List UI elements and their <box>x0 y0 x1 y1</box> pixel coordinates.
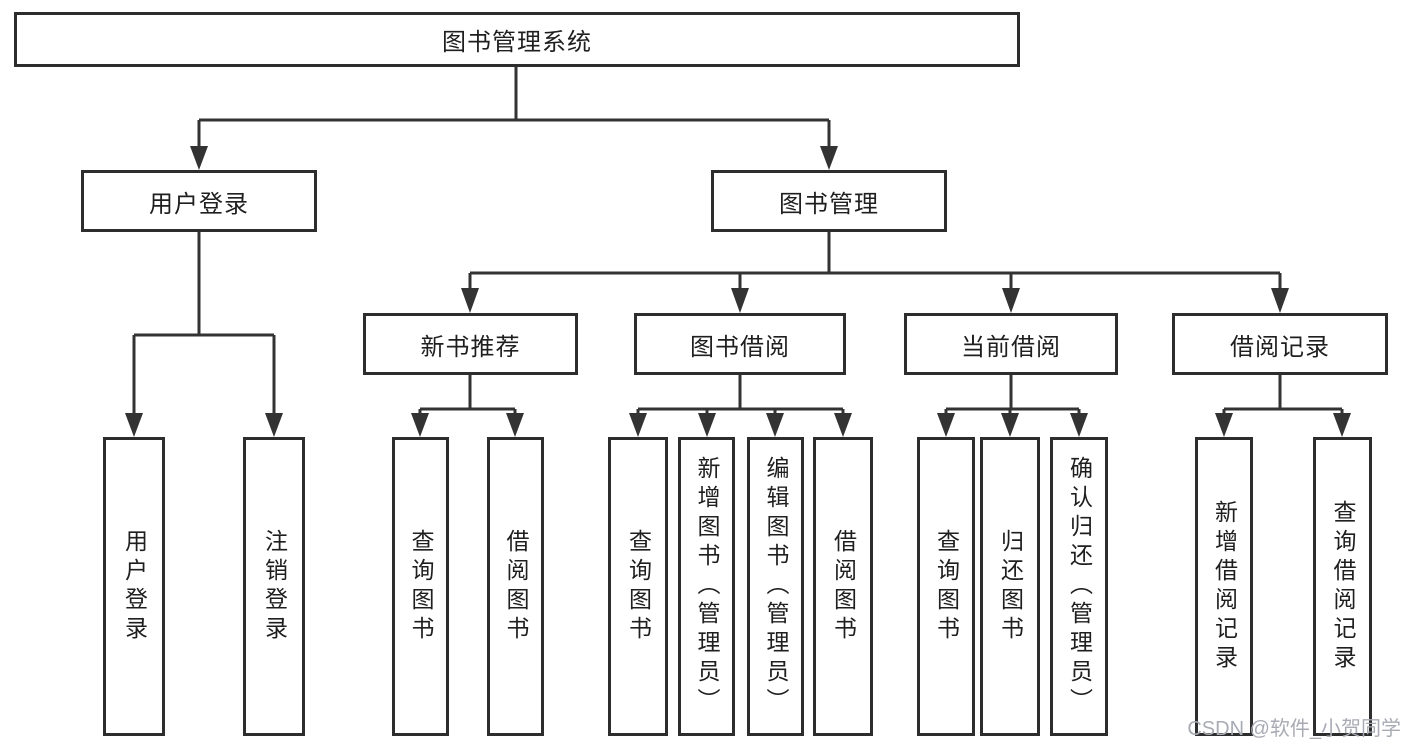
node-book-management-label: 图书管理 <box>779 190 879 218</box>
leaf-add-books-admin: 新增图书（管理员） <box>678 437 735 736</box>
arrowhead <box>629 413 647 437</box>
arrowhead <box>731 288 749 313</box>
arrowhead <box>1215 413 1233 437</box>
arrowhead <box>1070 413 1088 437</box>
leaf-logout: 注销登录 <box>243 437 305 736</box>
leaf-edit-books-admin-label: 编辑图书（管理员） <box>763 456 789 717</box>
arrowhead <box>937 413 955 437</box>
connector-root-to-level2 <box>197 67 831 147</box>
arrowhead <box>506 413 524 437</box>
arrowhead <box>698 413 716 437</box>
leaf-logout-label: 注销登录 <box>261 528 288 645</box>
leaf-confirm-return-admin: 确认归还（管理员） <box>1050 437 1108 736</box>
leaf-borrow-books-label: 借阅图书 <box>830 528 857 645</box>
node-borrowing-records-label: 借阅记录 <box>1230 333 1330 361</box>
node-user-login-label: 用户登录 <box>149 190 249 218</box>
arrowhead <box>1271 288 1289 313</box>
arrowhead <box>834 413 852 437</box>
node-user-login: 用户登录 <box>81 170 317 232</box>
node-book-borrowing-label: 图书借阅 <box>690 333 790 361</box>
arrowhead <box>1333 413 1351 437</box>
node-current-borrowing: 当前借阅 <box>904 313 1118 375</box>
leaf-query-borrow-record: 查询借阅记录 <box>1313 437 1372 736</box>
node-book-management: 图书管理 <box>711 170 947 232</box>
arrowhead <box>1001 413 1019 437</box>
connector-current-to-leaves <box>944 375 1081 414</box>
arrowhead <box>190 146 208 170</box>
node-root: 图书管理系统 <box>14 12 1020 67</box>
connector-newbook-to-leaves <box>418 375 517 414</box>
connector-borrow-to-leaves <box>636 375 845 414</box>
leaf-edit-books-admin: 编辑图书（管理员） <box>747 437 804 736</box>
arrowhead <box>125 413 143 437</box>
leaf-query-books-recommend: 查询图书 <box>392 437 449 736</box>
connector-bookmgmt-to-level3 <box>468 232 1282 289</box>
leaf-confirm-return-admin-label: 确认归还（管理员） <box>1066 456 1093 717</box>
leaf-query-books-current-label: 查询图书 <box>933 528 960 645</box>
leaf-borrow-books-recommend: 借阅图书 <box>487 437 544 736</box>
leaf-query-borrow-record-label: 查询借阅记录 <box>1330 499 1356 674</box>
leaf-add-borrow-record: 新增借阅记录 <box>1195 437 1253 736</box>
csdn-watermark: CSDN @软件_小贺同学 <box>1187 718 1401 740</box>
arrowhead <box>265 413 283 437</box>
node-current-borrowing-label: 当前借阅 <box>961 333 1061 361</box>
node-borrowing-records: 借阅记录 <box>1172 313 1388 375</box>
leaf-borrow-books: 借阅图书 <box>813 437 873 736</box>
leaf-query-books-borrowing-label: 查询图书 <box>625 528 652 645</box>
node-new-book-recommend-label: 新书推荐 <box>420 333 521 361</box>
leaf-borrow-books-recommend-label: 借阅图书 <box>503 528 529 645</box>
leaf-query-books-recommend-label: 查询图书 <box>408 528 434 645</box>
leaf-return-books: 归还图书 <box>980 437 1040 736</box>
leaf-add-books-admin-label: 新增图书（管理员） <box>694 456 720 717</box>
connector-userlogin-to-leaves <box>132 232 276 414</box>
node-book-borrowing: 图书借阅 <box>634 313 846 375</box>
arrowhead <box>766 413 784 437</box>
node-new-book-recommend: 新书推荐 <box>363 313 578 375</box>
leaf-return-books-label: 归还图书 <box>997 528 1024 645</box>
arrowhead <box>1002 288 1020 313</box>
leaf-query-books-current: 查询图书 <box>917 437 975 736</box>
arrowhead <box>820 146 838 170</box>
leaf-add-borrow-record-label: 新增借阅记录 <box>1211 499 1238 674</box>
arrowhead <box>461 288 479 313</box>
leaf-user-login-label: 用户登录 <box>121 528 148 645</box>
leaf-user-login: 用户登录 <box>103 437 165 736</box>
connector-records-to-leaves <box>1222 375 1344 414</box>
arrowhead <box>411 413 429 437</box>
node-root-label: 图书管理系统 <box>442 29 592 56</box>
leaf-query-books-borrowing: 查询图书 <box>608 437 668 736</box>
